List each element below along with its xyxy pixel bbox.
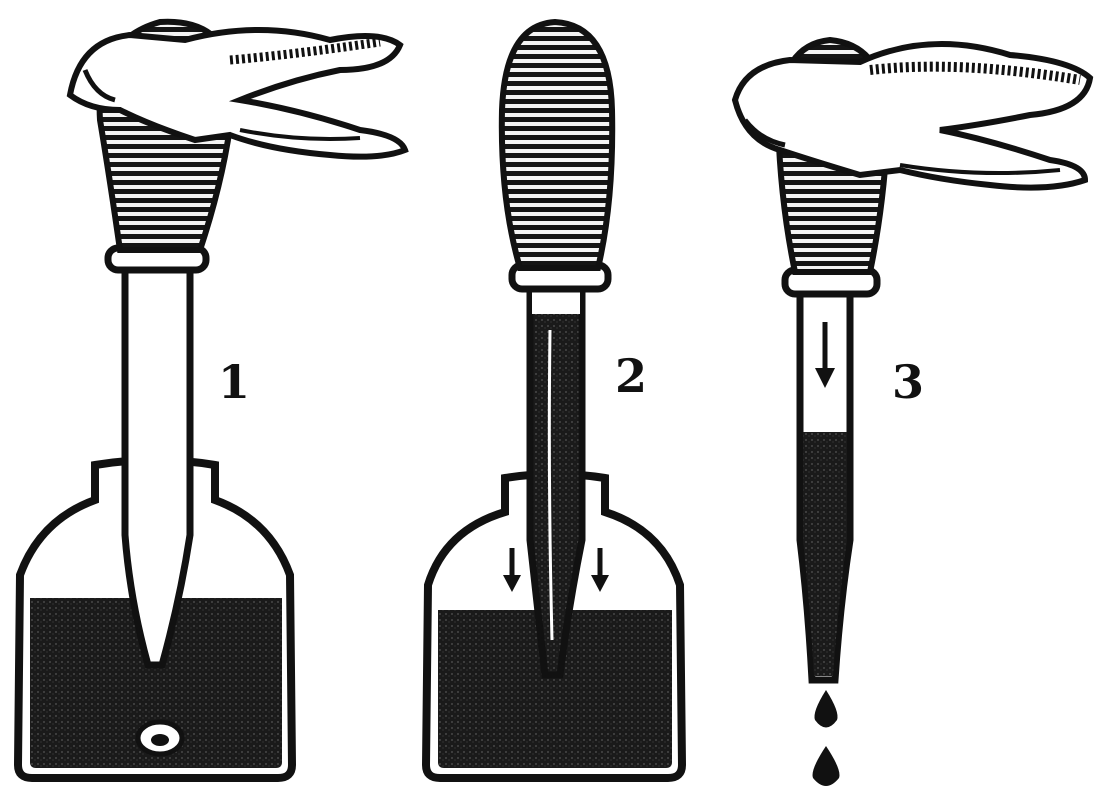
glass-tube-1 [125, 265, 190, 665]
drop-2 [813, 746, 840, 786]
step-label-1: 1 [218, 355, 250, 409]
drop-1 [814, 690, 837, 728]
panel-2: 2 [426, 22, 682, 778]
rubber-bulb-2 [502, 22, 612, 268]
step-label-2: 2 [615, 349, 647, 403]
panel-3: 3 [735, 40, 1090, 786]
step-label-3: 3 [892, 355, 924, 409]
panel-1: 1 [18, 22, 405, 778]
